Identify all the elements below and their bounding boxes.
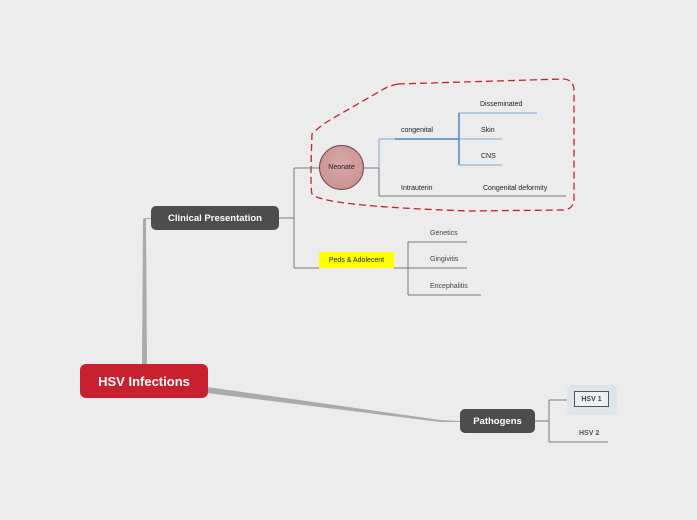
topic-neonate[interactable]: Neonate [319, 145, 364, 190]
topic-intrauterin[interactable]: Intrauterin [401, 185, 433, 192]
link-root-clinical [142, 218, 151, 365]
link-congenital-children [395, 112, 537, 166]
topic-clinical-presentation[interactable]: Clinical Presentation [151, 206, 279, 230]
topic-cns[interactable]: CNS [481, 153, 496, 160]
topic-hsv-1[interactable]: HSV 1 [574, 391, 609, 407]
topic-genetics[interactable]: Genetics [430, 230, 458, 237]
topic-congenital[interactable]: congenital [401, 127, 433, 134]
topic-encephalitis[interactable]: Encephalitis [430, 283, 468, 290]
topic-pathogens[interactable]: Pathogens [460, 409, 535, 433]
topic-hsv-2[interactable]: HSV 2 [579, 430, 600, 437]
link-neonate-children [364, 138, 566, 197]
neonate-boundary [310, 78, 575, 212]
topic-disseminated[interactable]: Disseminated [480, 101, 523, 108]
root-topic[interactable]: HSV Infections [80, 364, 208, 398]
link-peds-children [394, 241, 481, 296]
topic-congenital-deformity[interactable]: Congenital deformity [483, 185, 548, 192]
topic-skin[interactable]: Skin [481, 127, 495, 134]
link-clinical-children [279, 167, 319, 269]
topic-gingivitis[interactable]: Gingivitis [430, 256, 459, 263]
topic-peds-adolecent[interactable]: Peds & Adolecent [319, 252, 394, 268]
link-root-pathogens [207, 387, 460, 422]
